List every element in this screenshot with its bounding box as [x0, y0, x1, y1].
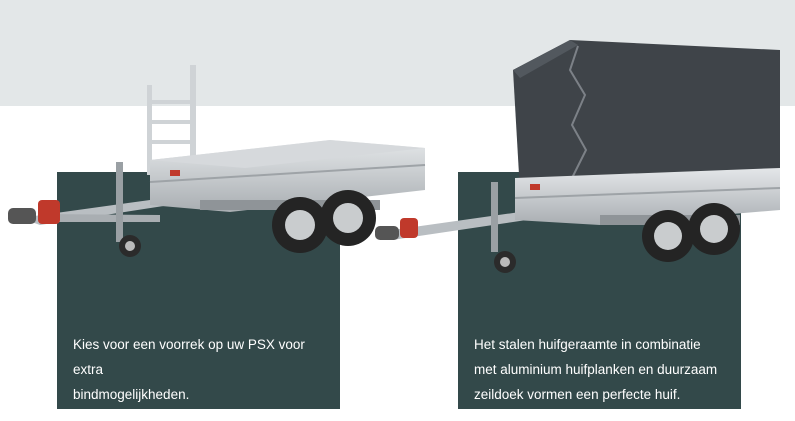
feature-card-text: Het stalen huifgeraamte in combinatie me… — [474, 336, 718, 402]
feature-card-text: Kies voor een voorrek op uw PSX voor ext… — [73, 336, 305, 402]
